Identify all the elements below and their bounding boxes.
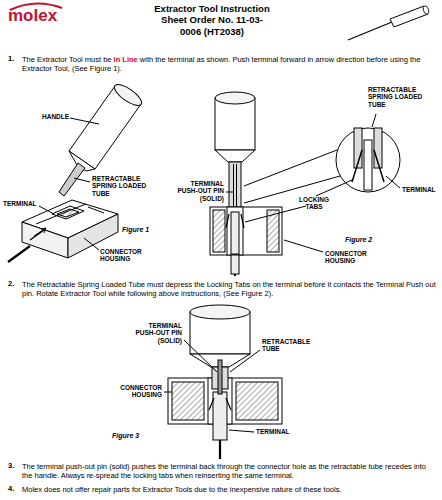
figure-caption: Figure 3	[112, 432, 139, 440]
instruction-text: The terminal push-out pin (solid) pushes…	[22, 462, 426, 480]
instruction-text: The Extractor Tool must be	[22, 55, 111, 64]
part-label: RETRACTABLE TUBE	[262, 338, 314, 353]
instruction-text: Molex does not offer repair parts for Ex…	[22, 485, 342, 494]
figure-caption: Figure 1	[122, 226, 149, 234]
tool-icon	[348, 5, 430, 40]
part-label: RETRACTABLE SPRING LOADED TUBE	[92, 175, 154, 197]
part-label: TERMINAL	[256, 428, 290, 435]
part-label: LOCKING TABS	[296, 196, 332, 211]
figure-2-drawing	[210, 92, 400, 276]
step-number: 2.	[8, 280, 14, 289]
instruction-paragraph: The Retractable Spring Loaded Tube must …	[22, 280, 436, 298]
instruction-emphasis: In Line	[114, 55, 138, 64]
part-label: TERMINAL	[402, 186, 436, 193]
figure-1-drawing	[8, 81, 145, 262]
part-label: CONNECTOR HOUSING	[112, 384, 162, 399]
part-label: RETRACTABLE SPRING LOADED TUBE	[368, 86, 430, 108]
step-number: 4.	[8, 485, 14, 494]
sheet-title: Extractor Tool Instruction Sheet Order N…	[152, 3, 272, 37]
part-label: TERMINAL PUSH-OUT PIN (SOLID)	[130, 322, 182, 344]
step-number: 3.	[8, 462, 14, 471]
part-label: TERMINAL PUSH-OUT PIN (SOLID)	[172, 180, 224, 202]
part-label: CONNECTOR HOUSING	[100, 248, 148, 263]
company-logo: molex	[8, 6, 57, 26]
instruction-text: The Retractable Spring Loaded Tube must …	[22, 280, 436, 298]
figure-caption: Figure 2	[345, 236, 372, 244]
step-number: 1.	[8, 55, 14, 64]
part-label: TERMINAL	[3, 200, 37, 207]
part-label: HANDLE	[42, 113, 69, 120]
instruction-paragraph: Molex does not offer repair parts for Ex…	[22, 485, 438, 494]
instruction-paragraph: The Extractor Tool must beIn Linewith th…	[22, 55, 436, 73]
part-label: CONNECTOR HOUSING	[325, 250, 373, 265]
instruction-paragraph: The terminal push-out pin (solid) pushes…	[22, 462, 438, 480]
